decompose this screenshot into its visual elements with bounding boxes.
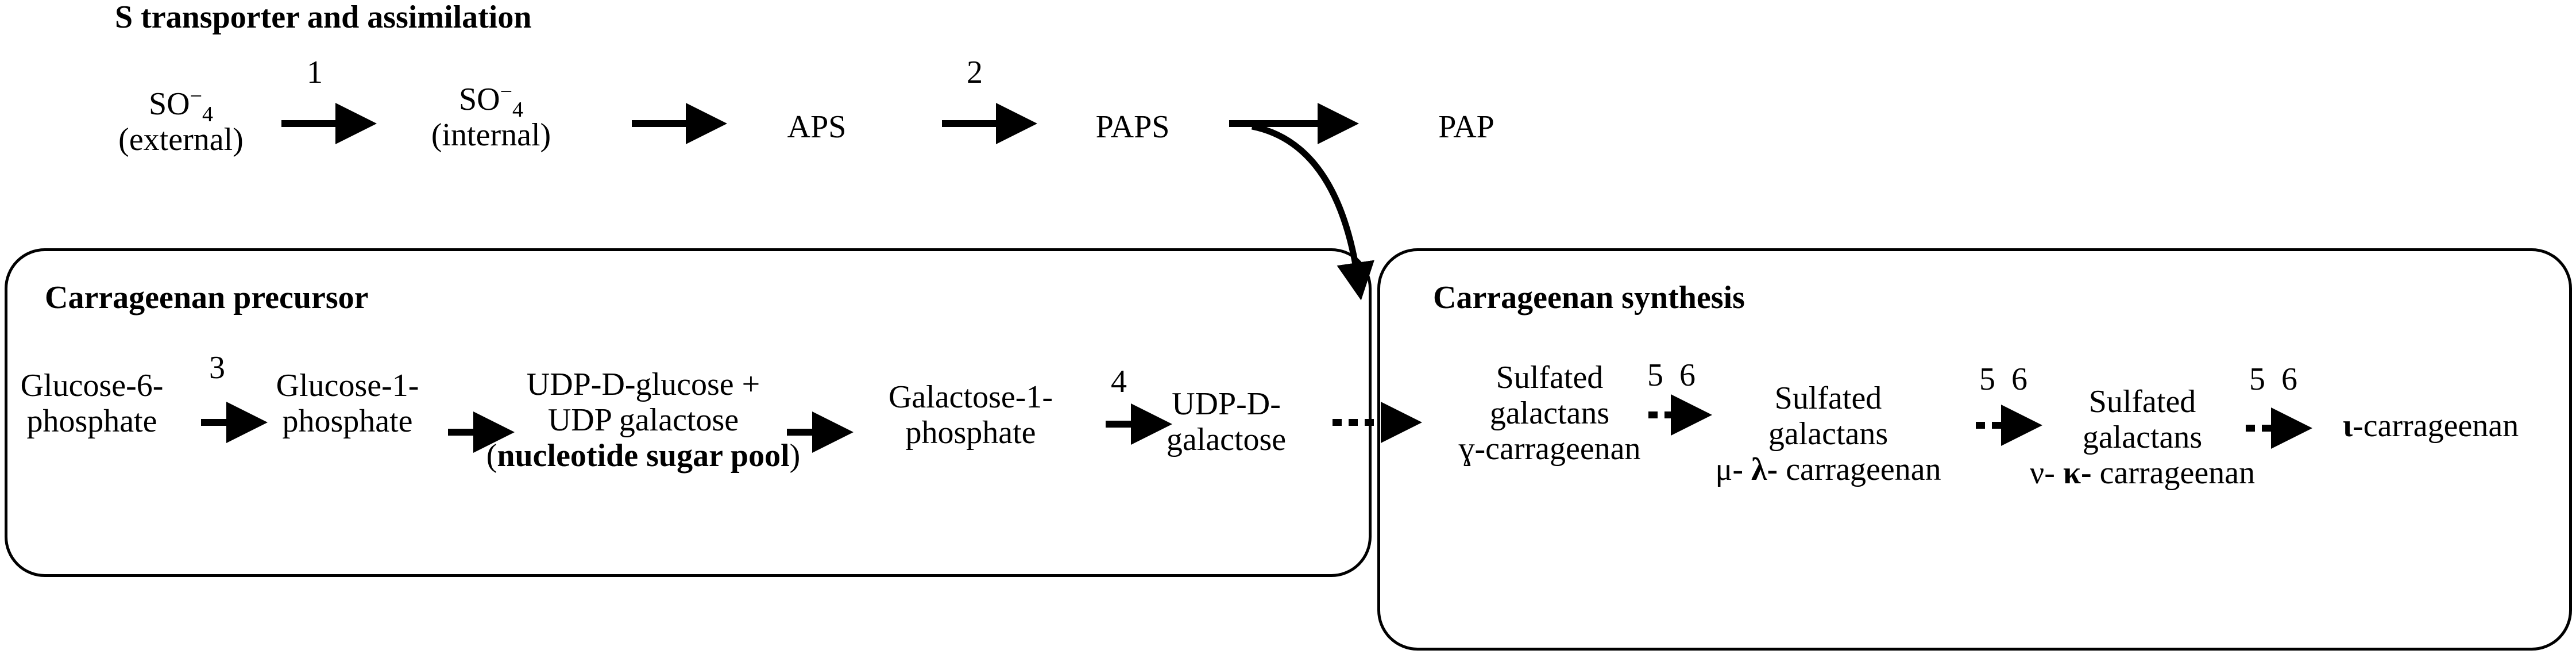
node-nucleotide-sugar-pool: UDP-D-glucose + UDP galactose (nucleotid…: [486, 367, 801, 474]
header-precursor: Carrageenan precursor: [45, 280, 369, 316]
node-aps: APS: [787, 109, 847, 145]
node-so4-internal: SO−4 (internal): [431, 79, 551, 153]
node-paps: PAPS: [1095, 109, 1170, 145]
header-s-transport: S transporter and assimilation: [115, 0, 532, 35]
node-so4-external: SO−4 (external): [118, 84, 244, 157]
node-pap: PAP: [1438, 109, 1494, 145]
step-4: 4: [1111, 364, 1127, 399]
step-3: 3: [209, 350, 225, 386]
synthesis-box: [1377, 248, 2572, 651]
node-udp-d-galactose: UDP-D-galactose: [1166, 386, 1287, 457]
precursor-box: [5, 248, 1372, 577]
node-nu-kappa-carrageenan: Sulfated galactans ν- κ- carrageenan: [2029, 384, 2256, 491]
step-2: 2: [967, 55, 983, 90]
node-mu-lambda-carrageenan: Sulfated galactans μ- λ- carrageenan: [1715, 380, 1941, 487]
node-glucose-6-phosphate: Glucose-6-phosphate: [20, 368, 164, 439]
header-synthesis: Carrageenan synthesis: [1433, 280, 1745, 316]
steps-5-6-b: 5 6: [1979, 361, 2027, 397]
steps-5-6-a: 5 6: [1647, 357, 1696, 393]
node-iota-carrageenan: ι-carrageenan: [2342, 408, 2519, 444]
steps-5-6-c: 5 6: [2249, 361, 2297, 397]
arrow-curve-synthesis: [1251, 123, 1374, 301]
node-galactose-1-phosphate: Galactose-1-phosphate: [888, 379, 1053, 451]
node-gamma-carrageenan: Sulfated galactans ɣ-carrageenan: [1458, 360, 1641, 467]
step-1: 1: [307, 55, 323, 90]
node-glucose-1-phosphate: Glucose-1-phosphate: [276, 368, 419, 439]
